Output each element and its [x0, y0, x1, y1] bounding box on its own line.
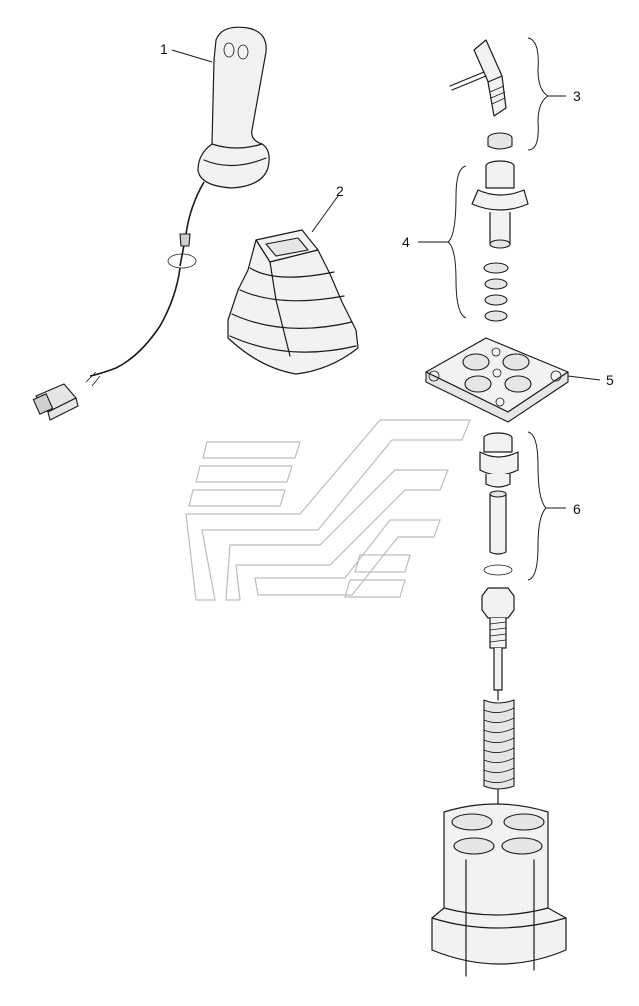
callout-4: 4	[402, 234, 410, 250]
callout-6: 6	[573, 501, 581, 517]
lever-pin-icon	[449, 39, 513, 150]
joystick-handle-with-cable-icon	[32, 26, 270, 421]
callout-1: 1	[160, 41, 168, 57]
mounting-plate-icon	[425, 337, 569, 423]
rubber-boot-icon	[227, 229, 359, 375]
spool-seal-icon	[479, 432, 519, 576]
watermark-logo	[185, 419, 471, 601]
plunger-guide-icon	[471, 160, 529, 322]
valve-body-assembly-icon	[431, 587, 567, 977]
callout-2: 2	[336, 183, 344, 199]
callout-5: 5	[606, 372, 614, 388]
leader-lines	[171, 37, 601, 581]
callout-3: 3	[573, 88, 581, 104]
